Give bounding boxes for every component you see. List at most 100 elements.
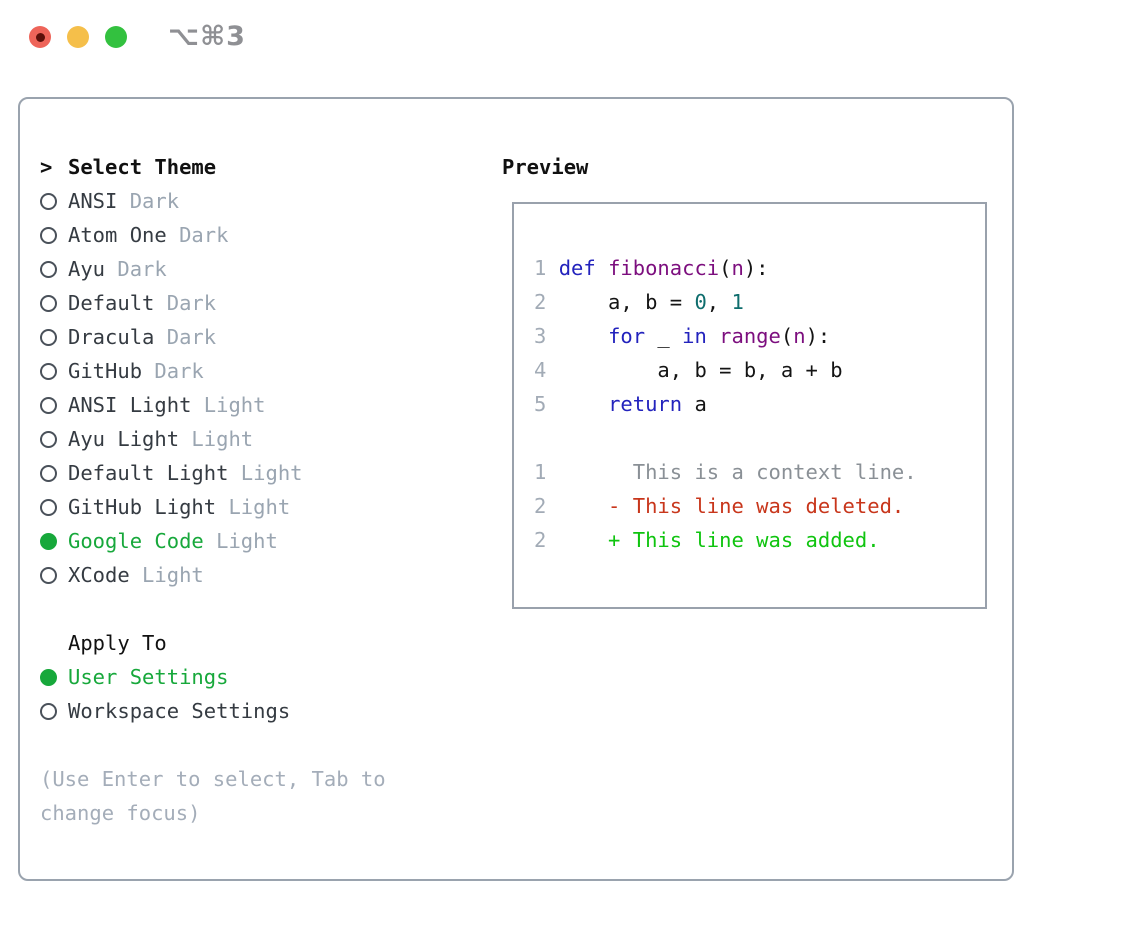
theme-option-google-code-light[interactable]: Google Code Light — [40, 524, 386, 558]
line-number: 1 — [534, 460, 547, 484]
code-segment: range — [719, 324, 781, 348]
radio-icon — [40, 328, 57, 346]
radio-indent — [40, 362, 68, 380]
theme-name: XCode — [68, 563, 130, 587]
theme-option-default-light-light[interactable]: Default Light Light — [40, 456, 386, 490]
radio-indent — [40, 294, 68, 312]
theme-option-atom-one-dark[interactable]: Atom One Dark — [40, 218, 386, 252]
theme-variant: Light — [216, 495, 291, 519]
select-theme-header: > Select Theme — [40, 150, 386, 184]
apply-option-workspace-settings[interactable]: Workspace Settings — [40, 694, 386, 728]
code-segment: a, b = b, a + b — [546, 358, 843, 382]
theme-variant: Dark — [154, 325, 217, 349]
code-segment: return — [608, 392, 683, 416]
radio-indent — [40, 192, 68, 210]
theme-name: ANSI Light — [68, 393, 192, 417]
radio-icon — [40, 192, 57, 210]
code-segment: ): — [805, 324, 831, 348]
radio-icon — [40, 396, 57, 414]
code-segment: + This line was added. — [546, 528, 880, 552]
apply-option-label: Workspace Settings — [68, 699, 291, 723]
radio-icon — [40, 430, 57, 448]
line-number: 1 — [534, 256, 547, 280]
radio-indent — [40, 430, 68, 448]
code-segment: def — [558, 256, 596, 280]
preview-line: 5 return a — [534, 387, 985, 421]
close-button[interactable] — [29, 26, 51, 48]
code-segment: n — [731, 256, 744, 280]
apply-option-user-settings[interactable]: User Settings — [40, 660, 386, 694]
radio-indent — [40, 226, 68, 244]
theme-variant: Light — [203, 529, 278, 553]
code-segment — [596, 256, 608, 280]
code-segment: - This line was deleted. — [546, 494, 905, 518]
theme-name: GitHub Light — [68, 495, 217, 519]
radio-indent — [40, 668, 68, 686]
theme-variant: Dark — [117, 189, 180, 213]
theme-name: ANSI — [68, 189, 118, 213]
theme-variant: Light — [129, 563, 204, 587]
hint-text: (Use Enter to select, Tab to change focu… — [40, 767, 386, 825]
theme-variant: Dark — [142, 359, 204, 383]
code-segment: a — [682, 392, 707, 416]
theme-option-ansi-dark[interactable]: ANSI Dark — [40, 184, 386, 218]
prompt-caret: > — [40, 155, 53, 179]
theme-name: Google Code — [68, 529, 204, 553]
theme-name: Ayu Light — [68, 427, 180, 451]
preview-title: Preview — [502, 155, 589, 179]
theme-option-ayu-light-light[interactable]: Ayu Light Light — [40, 422, 386, 456]
code-segment: for — [608, 324, 646, 348]
theme-option-github-light-light[interactable]: GitHub Light Light — [40, 490, 386, 524]
theme-name: Default Light — [68, 461, 229, 485]
theme-variant: Dark — [105, 257, 167, 281]
line-number: 2 — [534, 290, 547, 314]
radio-icon — [40, 260, 57, 278]
code-segment: _ — [645, 324, 683, 348]
radio-indent — [40, 328, 68, 346]
preview-line: 2 + This line was added. — [534, 523, 985, 557]
apply-to-title: Apply To — [68, 631, 167, 655]
theme-name: Ayu — [68, 257, 106, 281]
theme-option-xcode-light[interactable]: XCode Light — [40, 558, 386, 592]
radio-indent — [40, 260, 68, 278]
theme-option-ansi-light-light[interactable]: ANSI Light Light — [40, 388, 386, 422]
apply-to-header: Apply To — [40, 626, 386, 660]
code-segment — [546, 392, 608, 416]
code-segment: , — [706, 290, 732, 314]
radio-indent — [40, 566, 68, 584]
code-segment: n — [793, 324, 806, 348]
radio-icon — [40, 294, 57, 312]
window-shortcut-label: ⌥⌘3 — [168, 21, 246, 52]
maximize-button[interactable] — [105, 26, 127, 48]
line-number: 5 — [534, 392, 547, 416]
theme-option-dracula-dark[interactable]: Dracula Dark — [40, 320, 386, 354]
theme-name: Default — [68, 291, 155, 315]
preview-line: 2 a, b = 0, 1 — [534, 285, 985, 319]
spacer — [40, 592, 386, 626]
code-segment: ( — [780, 324, 794, 348]
code-segment: 1 — [731, 290, 744, 314]
code-segment: ( — [719, 256, 732, 280]
radio-icon — [40, 464, 57, 482]
radio-icon — [40, 702, 57, 720]
theme-option-default-dark[interactable]: Default Dark — [40, 286, 386, 320]
minimize-button[interactable] — [67, 26, 89, 48]
theme-option-ayu-dark[interactable]: Ayu Dark — [40, 252, 386, 286]
preview-line: 4 a, b = b, a + b — [534, 353, 985, 387]
apply-option-label: User Settings — [68, 665, 229, 689]
code-segment: ): — [743, 256, 769, 280]
code-segment: 0 — [694, 290, 707, 314]
radio-indent — [40, 702, 68, 720]
radio-icon — [40, 498, 57, 516]
code-segment: a, b = — [546, 290, 695, 314]
radio-selected-icon — [40, 532, 57, 550]
preview-column: Preview — [502, 150, 588, 184]
theme-name: Atom One — [68, 223, 167, 247]
theme-option-github-dark[interactable]: GitHub Dark — [40, 354, 386, 388]
